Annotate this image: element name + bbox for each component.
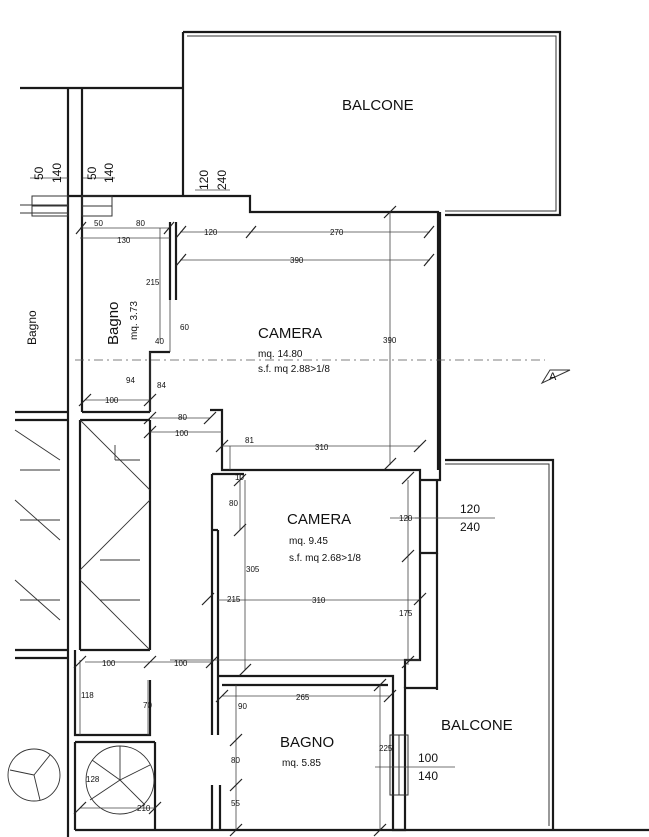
- dim-label: 10: [235, 473, 244, 482]
- dim-label: 210: [137, 804, 151, 813]
- room-bagno-bottom-name: BAGNO: [280, 734, 334, 751]
- dim-label: 80: [231, 756, 240, 765]
- section-line: A: [75, 359, 571, 385]
- dim-label: 305: [246, 565, 260, 574]
- dim-label: 310: [312, 596, 326, 605]
- dim-label: 390: [383, 336, 397, 345]
- staircase: [7, 419, 155, 815]
- dim-label: 80: [178, 413, 187, 422]
- dim-label: 215: [227, 595, 241, 604]
- dim-label: 60: [180, 323, 189, 332]
- dim-label: 90: [238, 702, 247, 711]
- dim-label: 128: [86, 775, 100, 784]
- dim-label: 390: [290, 256, 304, 265]
- window-3-width: 120: [197, 170, 211, 190]
- window-1-height: 140: [50, 163, 64, 183]
- room-bagno-small-name: Bagno: [105, 302, 122, 345]
- room-camera-1-name: CAMERA: [258, 325, 322, 342]
- dim-label: 94: [126, 376, 135, 385]
- room-balcone-right: BALCONE: [441, 717, 513, 734]
- dim-label: 100: [105, 396, 119, 405]
- dim-label: 270: [330, 228, 344, 237]
- dim-label: 118: [81, 691, 94, 700]
- dim-label: 310: [315, 443, 329, 452]
- window-5-height: 140: [418, 769, 438, 783]
- dim-label: 50: [94, 219, 103, 228]
- walls: [15, 30, 649, 837]
- dim-label: 100: [175, 429, 189, 438]
- dim-label: 55: [231, 799, 240, 808]
- dim-label: 100: [174, 659, 188, 668]
- dim-label: 120: [204, 228, 218, 237]
- room-bagno-left: Bagno: [25, 310, 39, 345]
- dimension-lines: [30, 177, 495, 830]
- dimension-ticks: [73, 205, 435, 837]
- dim-label: 40: [155, 337, 164, 346]
- room-balcone-top: BALCONE: [342, 97, 414, 114]
- window-2-height: 140: [102, 163, 116, 183]
- dim-label: 80: [229, 499, 238, 508]
- window-3-height: 240: [215, 170, 229, 190]
- dim-label: 215: [146, 278, 160, 287]
- dim-label: 100: [102, 659, 116, 668]
- room-labels: BALCONE CAMERA mq. 14.80 s.f. mq 2.88>1/…: [25, 97, 513, 769]
- dim-label: 84: [157, 381, 166, 390]
- room-bagno-small-area: mq. 3.73: [129, 301, 140, 340]
- room-camera-1-area: mq. 14.80: [258, 349, 303, 360]
- room-camera-2-area: mq. 9.45: [289, 536, 328, 547]
- dimension-labels: 50 80 130 120 270 390 390 215 60 40 94 8…: [81, 219, 413, 813]
- dim-label: 225: [379, 744, 393, 753]
- dim-label: 81: [245, 436, 254, 445]
- window-annotations: 50 140 50 140 120 240 120 240 100 140: [32, 163, 480, 783]
- dim-label: 80: [136, 219, 145, 228]
- room-camera-2-sf: s.f. mq 2.68>1/8: [289, 553, 361, 564]
- window-1-width: 50: [32, 166, 46, 180]
- dim-label: 70: [143, 701, 152, 710]
- dim-label: 120: [399, 514, 413, 523]
- dim-label: 265: [296, 693, 310, 702]
- window-4-width: 120: [460, 502, 480, 516]
- windows: [31, 195, 409, 796]
- room-camera-2-name: CAMERA: [287, 511, 351, 528]
- room-camera-1-sf: s.f. mq 2.88>1/8: [258, 364, 330, 375]
- section-marker: A: [549, 371, 557, 383]
- window-2-width: 50: [85, 166, 99, 180]
- room-bagno-bottom-area: mq. 5.85: [282, 758, 321, 769]
- dim-label: 175: [399, 609, 413, 618]
- window-4-height: 240: [460, 520, 480, 534]
- window-5-width: 100: [418, 751, 438, 765]
- dim-label: 130: [117, 236, 131, 245]
